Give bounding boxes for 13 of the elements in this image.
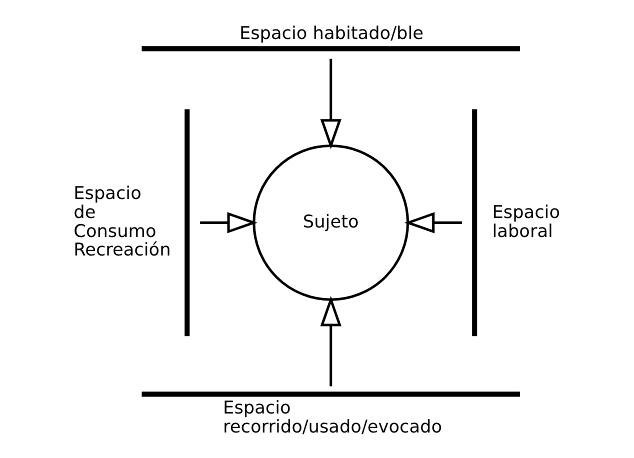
node-label: Espacio habitado/ble xyxy=(239,24,424,44)
node-label: Espacio de Consumo Recreación xyxy=(74,184,171,261)
node-box xyxy=(184,109,190,336)
node-label: Espacio laboral xyxy=(492,202,560,242)
node-box xyxy=(142,46,520,52)
arrow xyxy=(404,212,462,234)
node-circle: Sujeto xyxy=(252,144,410,301)
node-box xyxy=(472,109,478,336)
node-box xyxy=(142,392,520,397)
arrow xyxy=(200,212,258,234)
arrow xyxy=(320,296,342,386)
node-label: Espacio recorrido/usado/evocado xyxy=(223,398,442,438)
arrow xyxy=(320,58,342,150)
